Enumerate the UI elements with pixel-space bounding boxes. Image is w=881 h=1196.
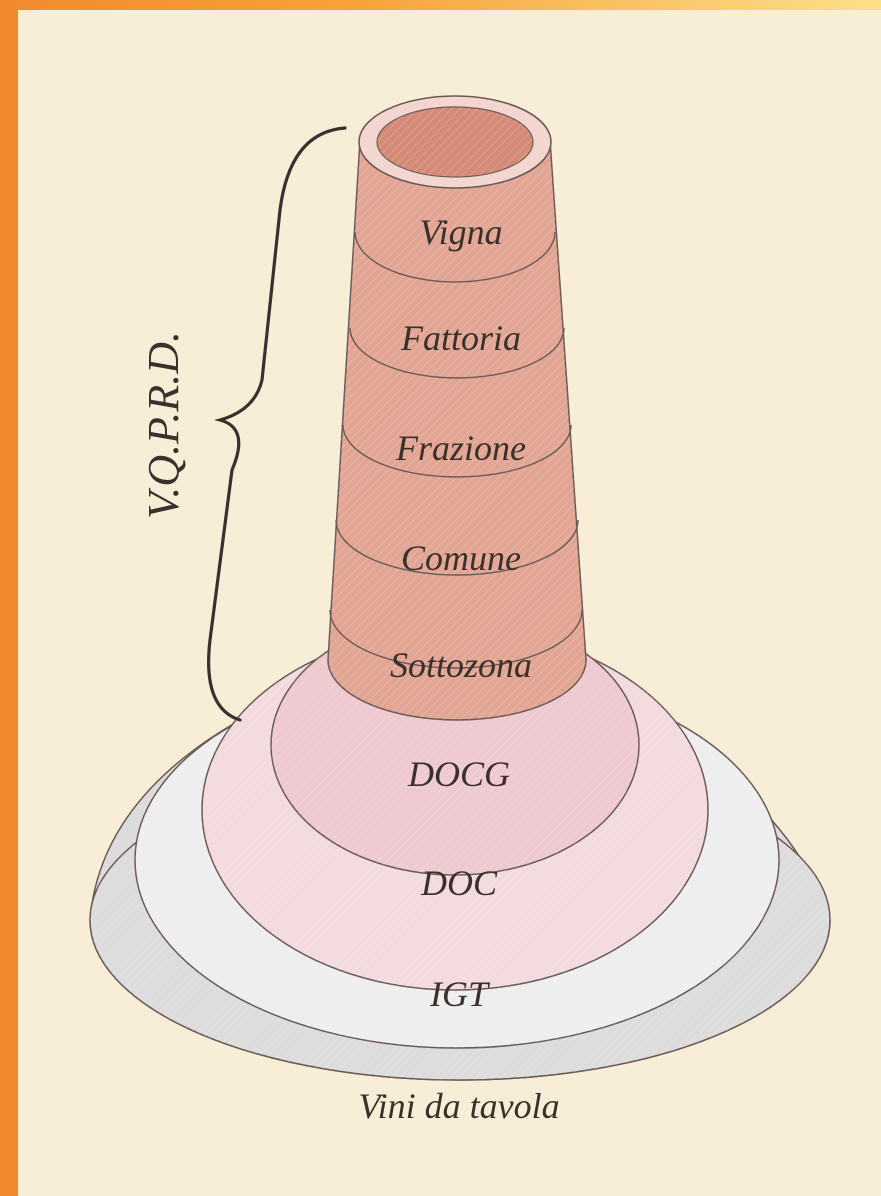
tier-label: DOC: [420, 863, 498, 903]
tier-label: IGT: [429, 974, 491, 1014]
tier-label: Fattoria: [400, 318, 521, 358]
bracket-label: V.Q.P.R.D.: [139, 331, 188, 519]
tier-label: Vini da tavola: [358, 1086, 559, 1126]
tier-label: DOCG: [407, 754, 510, 794]
tier-label: Frazione: [395, 428, 526, 468]
tier-label: Vigna: [419, 212, 502, 252]
tier-label: Comune: [401, 538, 521, 578]
tier-label: Sottozona: [390, 645, 532, 685]
